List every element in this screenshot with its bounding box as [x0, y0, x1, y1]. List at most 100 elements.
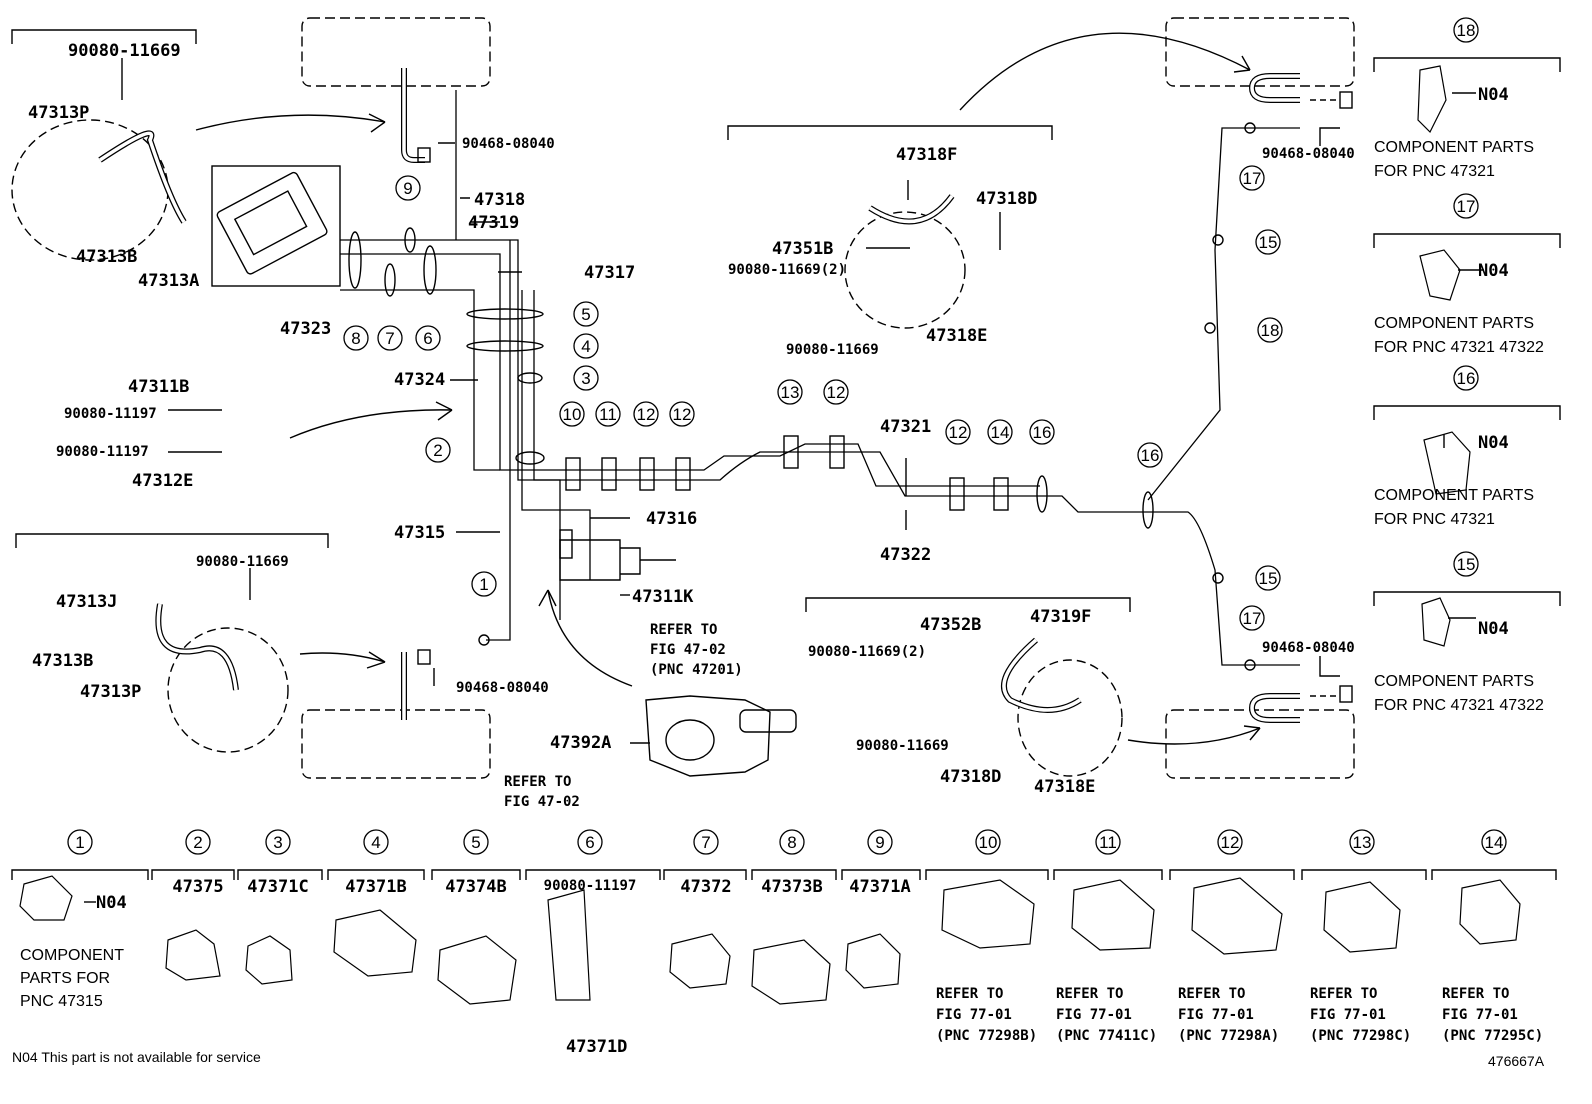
callout-number: 7 [701, 833, 710, 852]
callout-circle [823, 379, 849, 405]
part-label-90080-11669-2: 90080-11669(2) [728, 262, 846, 278]
bottom-item-part: 47375 [172, 877, 223, 897]
callout-number: 12 [949, 423, 968, 442]
part-label-47352b: 47352B [920, 615, 981, 635]
callout-circle [1217, 829, 1243, 855]
part-label-47315: 47315 [394, 523, 445, 543]
part-label-47319: 47319 [468, 213, 519, 233]
part-label-47313p: 47313P [28, 103, 89, 123]
part-label-47318f: 47318F [896, 145, 957, 165]
right-panel-caption: FOR PNC 47321 [1374, 163, 1495, 180]
callout-circle [1255, 565, 1281, 591]
callout-circle [975, 829, 1001, 855]
callout-number: 14 [991, 423, 1010, 442]
part-label-47311k: 47311K [632, 587, 694, 607]
bottom-item-part: 90080-11197 [544, 878, 637, 894]
refer-note-line: REFER TO [650, 622, 717, 638]
bottom-item-refer: REFER TO [1178, 986, 1245, 1002]
refer-note-line: FIG 47-02 [504, 794, 580, 810]
part-label-47324: 47324 [394, 370, 445, 390]
bottom-item-refer: (PNC 77298A) [1178, 1028, 1279, 1044]
callout-circle [1453, 551, 1479, 577]
callout-number: 15 [1259, 233, 1278, 252]
callout-number: 4 [581, 337, 590, 356]
callout-circle [463, 829, 489, 855]
callout-circle [595, 401, 621, 427]
callout-number: 11 [599, 405, 617, 424]
callout-circle [633, 401, 659, 427]
callout-number: 17 [1457, 197, 1476, 216]
part-label-90468-08040: 90468-08040 [462, 136, 555, 152]
callout-number: 9 [875, 833, 884, 852]
callout-number: 18 [1261, 321, 1280, 340]
callout-number: 5 [471, 833, 480, 852]
callout-circle [265, 829, 291, 855]
right-panel-part: N04 [1478, 433, 1509, 453]
part-label-47313p-b: 47313P [80, 682, 141, 702]
right-panel-caption: COMPONENT PARTS [1374, 487, 1534, 504]
part-label-47312e: 47312E [132, 471, 193, 491]
part-label-47351b: 47351B [772, 239, 833, 259]
part-label-90080-11669-d: 90080-11669 [856, 738, 949, 754]
callout-number: 9 [403, 179, 412, 198]
callout-circle [67, 829, 93, 855]
callout-number: 12 [827, 383, 846, 402]
part-label-90468-08040-b: 90468-08040 [456, 680, 549, 696]
callout-circle [363, 829, 389, 855]
callout-number: 5 [581, 305, 590, 324]
callout-circle [1239, 605, 1265, 631]
callout-circle [573, 365, 599, 391]
right-panel-caption: COMPONENT PARTS [1374, 139, 1534, 156]
callout-circle [573, 333, 599, 359]
callout-number: 16 [1033, 423, 1052, 442]
bottom-item-refer: REFER TO [1056, 986, 1123, 1002]
callout-number: 16 [1457, 369, 1476, 388]
right-panel-caption: FOR PNC 47321 [1374, 511, 1495, 528]
footnote: N04 This part is not available for servi… [12, 1049, 261, 1065]
diagram-id: 476667A [1488, 1053, 1545, 1069]
callout-circle [987, 419, 1013, 445]
callout-number: 1 [75, 833, 84, 852]
callout-circle [1029, 419, 1055, 445]
callout-circle [343, 325, 369, 351]
part-label-90080-11669-2-b: 90080-11669(2) [808, 644, 926, 660]
part-label-47313b: 47313B [76, 247, 137, 267]
callout-circle [185, 829, 211, 855]
part-label-90468-08040-d: 90468-08040 [1262, 640, 1355, 656]
callout-circle [573, 301, 599, 327]
part-label-47323: 47323 [280, 319, 331, 339]
callout-number: 17 [1243, 169, 1262, 188]
callout-circle [425, 437, 451, 463]
callout-circle [1481, 829, 1507, 855]
callout-circle [1453, 17, 1479, 43]
part-label-47392a: 47392A [550, 733, 611, 753]
bottom-item-refer: (PNC 77411C) [1056, 1028, 1157, 1044]
part-label-47316: 47316 [646, 509, 697, 529]
callout-circle [777, 379, 803, 405]
part-label-47321: 47321 [880, 417, 931, 437]
callout-number: 2 [193, 833, 202, 852]
refer-note-line: REFER TO [504, 774, 571, 790]
callout-number: 12 [1221, 833, 1240, 852]
callout-circle [559, 401, 585, 427]
bottom-item-part: 47374B [445, 877, 506, 897]
callout-number: 15 [1457, 555, 1476, 574]
callout-number: 1 [479, 575, 488, 594]
part-label-47318d-b: 47318D [940, 767, 1001, 787]
part-label-90080-11197-b: 90080-11197 [56, 444, 149, 460]
callout-number: 8 [787, 833, 796, 852]
callout-circle [471, 571, 497, 597]
callout-number: 16 [1141, 446, 1160, 465]
callout-circle [1453, 365, 1479, 391]
bottom-item-caption: PNC 47315 [20, 993, 103, 1010]
bottom-item-part: 47373B [761, 877, 822, 897]
part-label-90468-08040-c: 90468-08040 [1262, 146, 1355, 162]
callout-number: 17 [1243, 609, 1262, 628]
part-label-47318: 47318 [474, 190, 525, 210]
bottom-item-refer: (PNC 77298B) [936, 1028, 1037, 1044]
callout-circle [395, 175, 421, 201]
bottom-item-refer: FIG 77-01 [1056, 1007, 1132, 1023]
bottom-item-refer: REFER TO [1442, 986, 1509, 1002]
